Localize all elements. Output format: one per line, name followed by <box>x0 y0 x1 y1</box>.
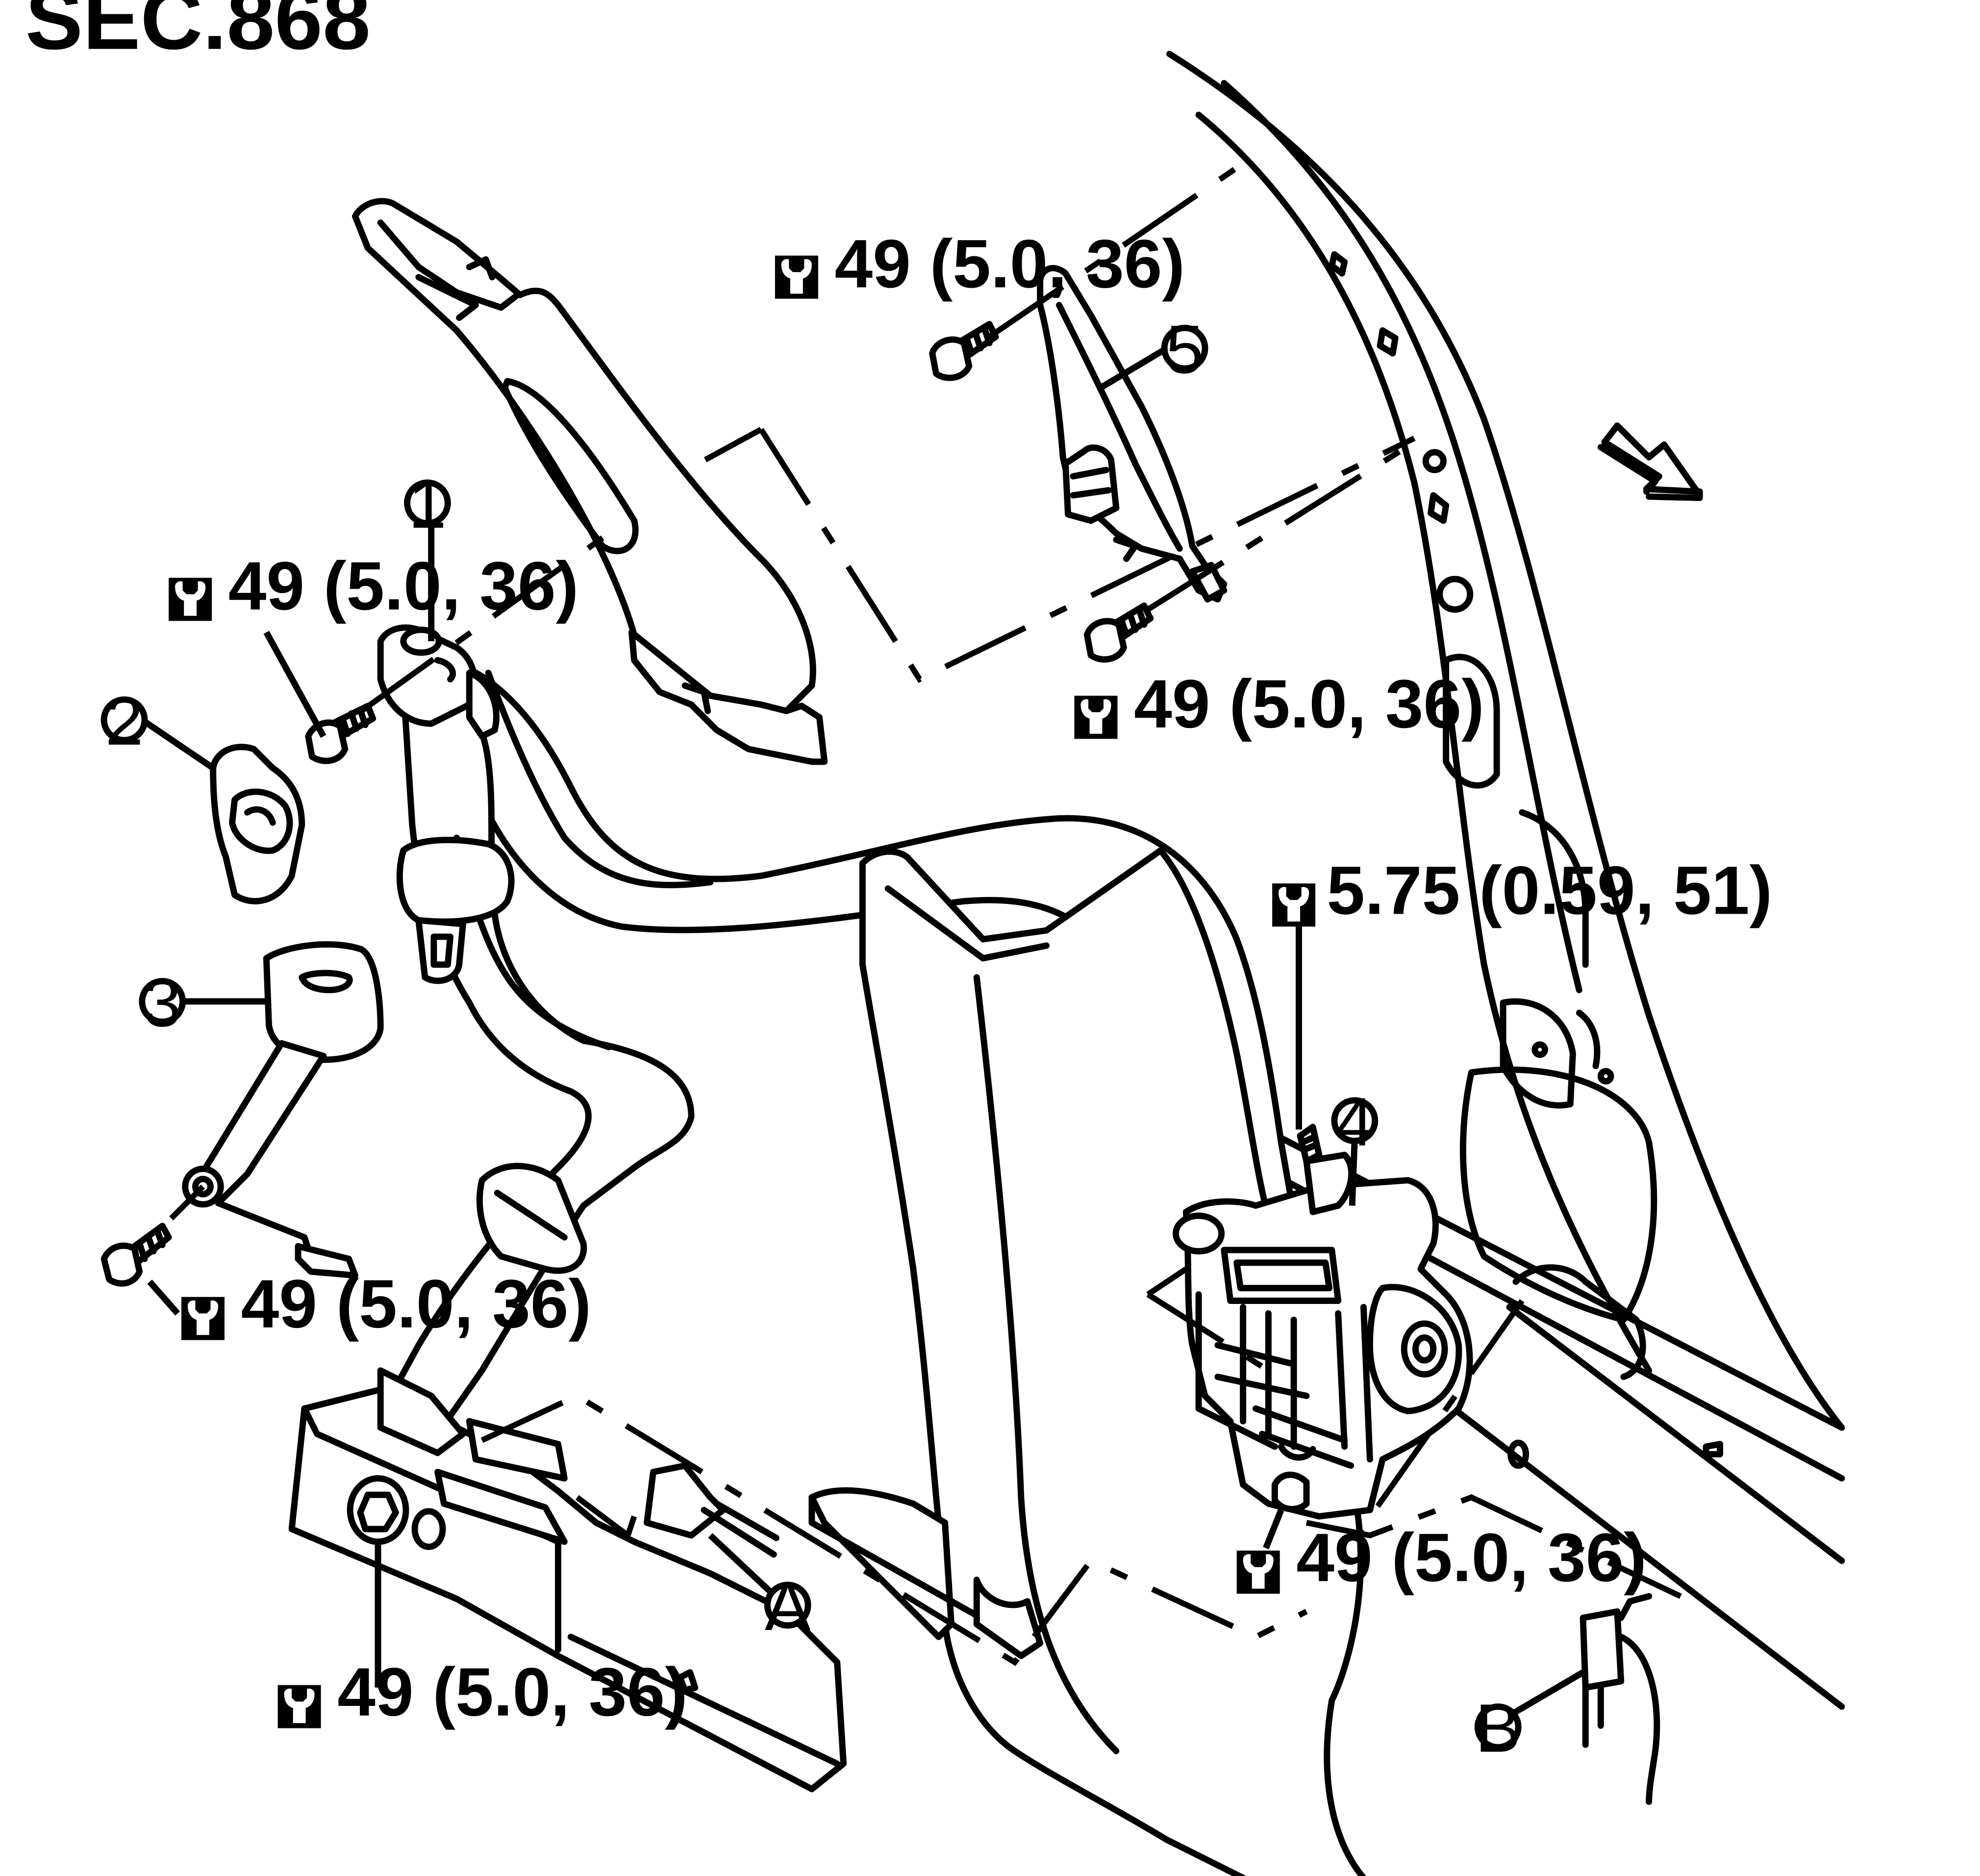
upper-anchor-bolt <box>305 702 376 764</box>
torque-retractor-guide-value: 5.75 (0.59, 51) <box>1327 852 1772 928</box>
torque-lower-anchor-value: 49 (5.0, 36) <box>337 1654 688 1730</box>
wrench-torque-icon <box>181 1297 225 1340</box>
wrench-torque-icon <box>1272 883 1316 927</box>
callout-4: 4 <box>1331 1084 1378 1160</box>
torque-upper-bracket-value: 49 (5.0, 36) <box>835 225 1185 302</box>
webbing-guide-clip <box>476 1163 587 1274</box>
callout-3-label: 3 <box>143 964 181 1041</box>
torque-lower-bracket-value: 49 (5.0, 36) <box>1134 666 1484 742</box>
torque-buckle-value: 49 (5.0, 36) <box>241 1266 592 1342</box>
callout-b-label: B <box>1475 1690 1521 1766</box>
connector-a <box>644 1462 779 1558</box>
torque-retractor: 49 (5.0, 36) <box>1236 1519 1647 1596</box>
alignment-lines <box>169 157 1682 1666</box>
callout-2: 2 <box>100 683 148 759</box>
callout-4-label: 4 <box>1336 1084 1374 1160</box>
seat-belt-retractor <box>1173 1124 1473 1520</box>
callout-2-label: 2 <box>105 683 144 759</box>
callout-1-label: 1 <box>408 466 447 543</box>
wrench-torque-icon <box>775 255 818 299</box>
torque-retractor-guide: 5.75 (0.59, 51) <box>1272 852 1772 928</box>
seat-belt-buckle <box>182 941 384 1279</box>
callout-a: A <box>764 1568 811 1645</box>
lower-pillar-trim <box>808 847 1366 1876</box>
callout-a-label: A <box>765 1568 810 1645</box>
anchor-cover <box>210 744 305 904</box>
shoulder-anchor <box>377 624 500 740</box>
upper-guide-bracket <box>1037 265 1228 603</box>
torque-upper-anchor-value: 49 (5.0, 36) <box>228 548 579 624</box>
connector-b <box>1579 1593 1660 1805</box>
buckle-bolt <box>100 1223 172 1287</box>
upper-pillar-trim <box>352 198 828 765</box>
front-direction-arrow-icon <box>1597 422 1703 501</box>
torque-lower-anchor: 49 (5.0, 36) <box>277 1654 688 1730</box>
lower-bracket-bolt <box>1083 602 1154 663</box>
torque-lower-bracket: 49 (5.0, 36) <box>1074 666 1484 742</box>
wrench-torque-icon <box>277 1685 321 1728</box>
torque-upper-bracket: 49 (5.0, 36) <box>775 225 1185 302</box>
wrench-torque-icon <box>1074 696 1118 739</box>
upper-bracket-bolt <box>929 321 999 381</box>
callout-3: 3 <box>139 964 186 1041</box>
torque-retractor-value: 49 (5.0, 36) <box>1296 1519 1647 1596</box>
callout-1: 1 <box>404 466 451 543</box>
callout-5-label: 5 <box>1166 311 1204 388</box>
torque-buckle: 49 (5.0, 36) <box>181 1266 591 1342</box>
lower-anchor-trim <box>288 1367 847 1793</box>
wrench-torque-icon <box>1236 1551 1280 1594</box>
wrench-torque-icon <box>169 577 212 621</box>
section-label: SEC.868 <box>25 0 371 68</box>
callout-5: 5 <box>1161 311 1208 388</box>
callout-leaders <box>140 345 1585 1719</box>
callout-b: B <box>1474 1690 1522 1766</box>
torque-upper-anchor: 49 (5.0, 36) <box>169 548 578 624</box>
